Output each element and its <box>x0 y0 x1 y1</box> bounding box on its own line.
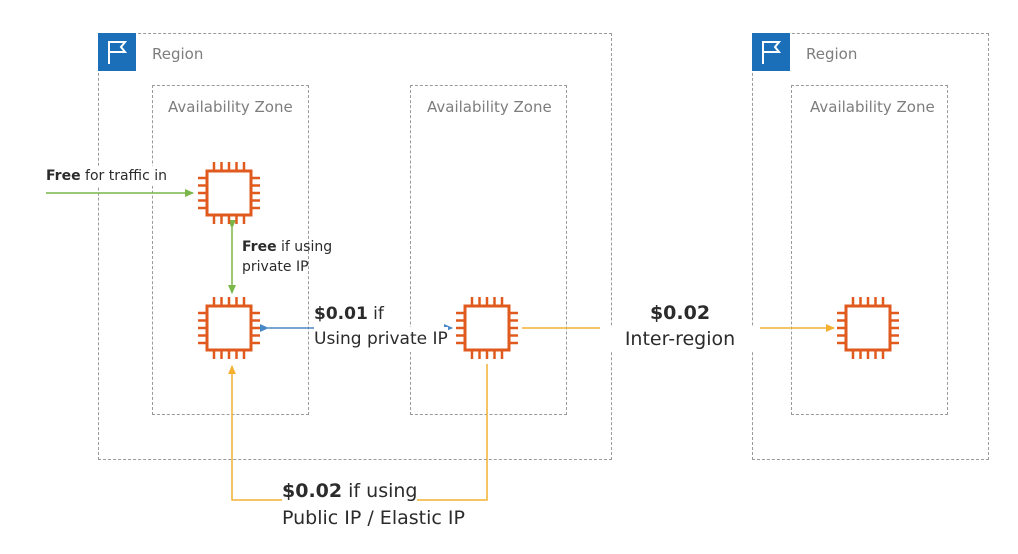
cross-az-price: $0.01 <box>314 304 368 324</box>
ec2-instance-icon <box>456 297 518 359</box>
region-label: Region <box>152 45 204 63</box>
cross-az-text: if <box>367 304 384 324</box>
ec2-instance-icon <box>198 162 260 224</box>
public-ip-annotation: $0.02 if using Public IP / Elastic IP <box>282 478 465 532</box>
inter-region-annotation: $0.02 Inter-region <box>600 300 760 352</box>
availability-zone-label: Availability Zone <box>810 98 935 116</box>
traffic-in-annotation: Free for traffic in <box>46 166 167 186</box>
availability-zone-label: Availability Zone <box>427 98 552 116</box>
availability-zone-box-3 <box>791 85 948 415</box>
region-box-1 <box>98 33 612 460</box>
region-flag-icon <box>752 33 790 71</box>
public-ip-text-line2: Public IP / Elastic IP <box>282 507 465 529</box>
private-ip-annotation: Free if using private IP <box>242 237 332 277</box>
public-ip-price: $0.02 <box>282 480 343 502</box>
region-flag-icon <box>98 33 136 71</box>
traffic-in-text: for traffic in <box>80 168 167 184</box>
cross-az-text-line2: Using private IP <box>314 327 448 352</box>
availability-zone-box-1 <box>152 85 309 415</box>
region-box-2 <box>752 33 989 460</box>
public-ip-text: if using <box>342 480 418 502</box>
ec2-instance-icon <box>837 297 899 359</box>
private-ip-text-line2: private IP <box>242 259 309 275</box>
availability-zone-label: Availability Zone <box>168 98 293 116</box>
inter-region-text: Inter-region <box>600 326 760 352</box>
ec2-instance-icon <box>198 297 260 359</box>
region-label: Region <box>806 45 858 63</box>
private-ip-price: Free <box>242 239 277 255</box>
private-ip-text: if using <box>276 239 333 255</box>
inter-region-price: $0.02 <box>649 302 711 324</box>
cross-az-annotation: $0.01 if Using private IP <box>314 302 448 352</box>
traffic-in-price: Free <box>46 168 81 184</box>
availability-zone-box-2 <box>410 85 567 415</box>
